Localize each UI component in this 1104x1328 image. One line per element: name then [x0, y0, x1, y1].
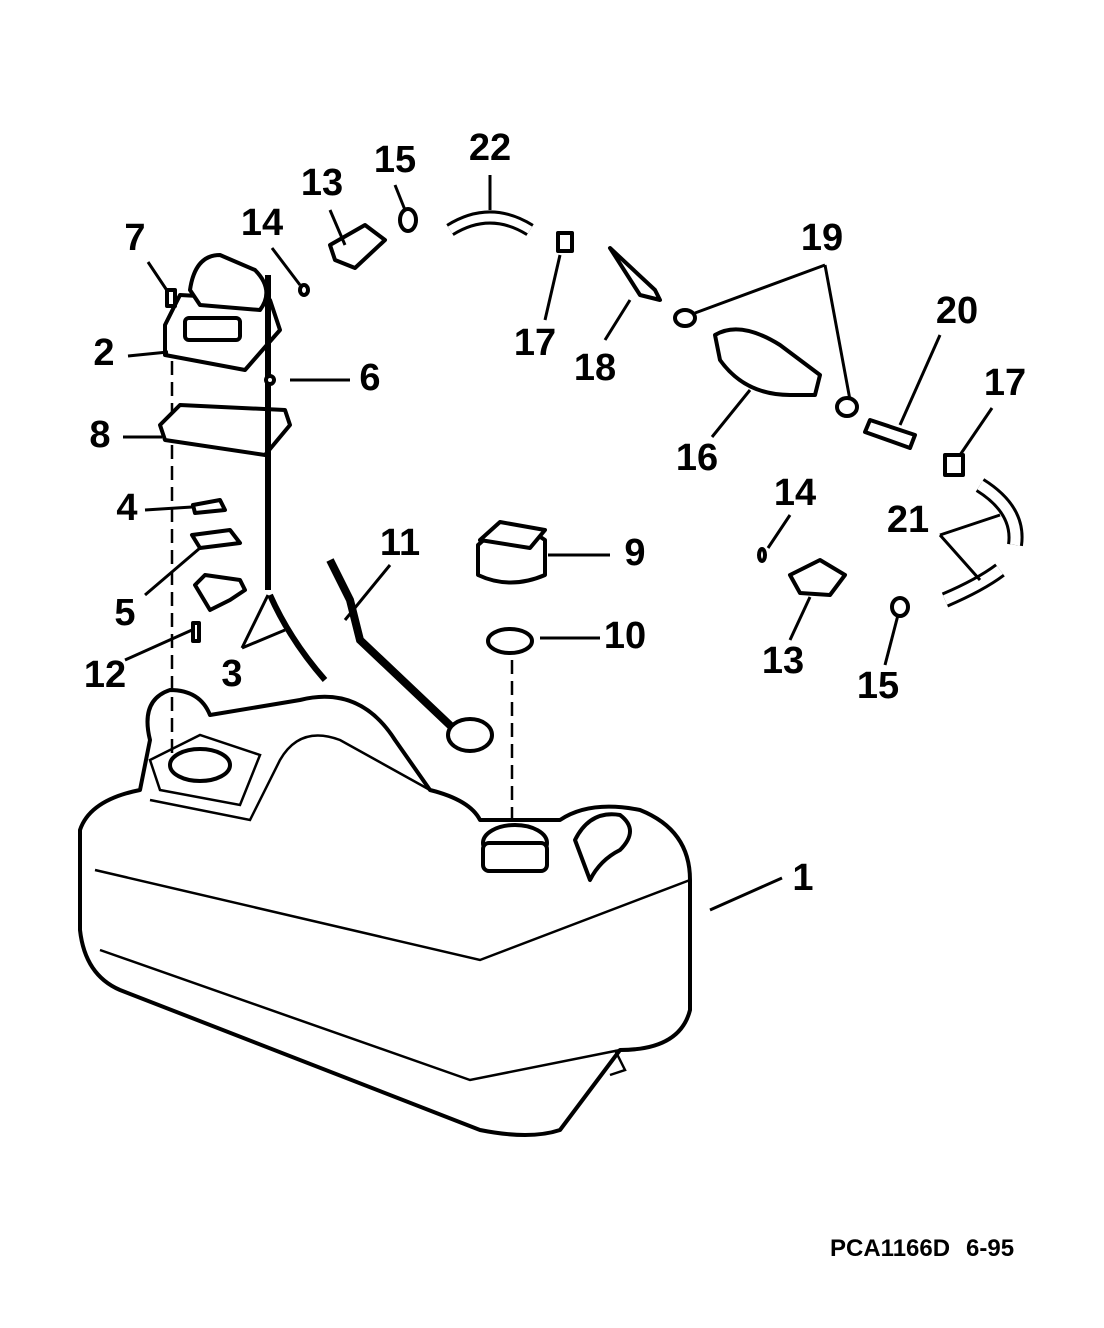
fitting-part-20	[863, 418, 917, 450]
leader-lines	[123, 175, 1001, 912]
callout-17: 17	[984, 362, 1026, 404]
clamp-part-17	[556, 231, 574, 253]
callout-12: 12	[84, 654, 126, 696]
drawing-date: 6-95	[966, 1235, 1014, 1262]
callout-8: 8	[89, 414, 110, 456]
callout-15: 15	[374, 139, 416, 181]
fuel-connector-part-2	[163, 253, 282, 372]
fuel-tank-part-1	[78, 688, 692, 1137]
callout-6: 6	[359, 357, 380, 399]
o-ring-part-6	[264, 374, 276, 386]
part-12-bracket	[193, 573, 247, 612]
callout-18: 18	[574, 347, 616, 389]
clamp-part-17	[943, 453, 965, 477]
fuel-gauge-part-11	[326, 558, 458, 733]
drawing-id: PCA1166D	[830, 1235, 950, 1262]
callout-17: 17	[514, 322, 556, 364]
pickup-tube-part-3	[265, 275, 328, 682]
o-ring-part-14	[757, 547, 767, 563]
callout-19: 19	[801, 217, 843, 259]
fuel-cap-part-9	[476, 520, 547, 585]
callout-14: 14	[774, 472, 816, 514]
float	[446, 717, 494, 753]
callout-16: 16	[676, 437, 718, 479]
fitting-part-18	[608, 246, 662, 302]
callout-13: 13	[301, 162, 343, 204]
callout-2: 2	[93, 332, 114, 374]
callout-11: 11	[380, 522, 420, 564]
callout-21: 21	[887, 499, 929, 541]
clamp-part-15	[890, 596, 910, 618]
screw-part-12	[191, 621, 201, 643]
o-ring-part-10	[486, 627, 534, 655]
callout-14: 14	[241, 202, 283, 244]
clamp-part-19	[673, 308, 697, 328]
callout-7: 7	[124, 217, 145, 259]
gasket-part-8	[158, 403, 292, 457]
callout-3: 3	[221, 653, 242, 695]
o-ring-part-14	[298, 283, 310, 297]
callout-9: 9	[624, 532, 645, 574]
callout-5: 5	[114, 592, 135, 634]
callout-1: 1	[792, 857, 813, 899]
fitting-part-13	[788, 558, 847, 597]
callout-4: 4	[116, 487, 137, 529]
clamp-part-15	[398, 207, 418, 233]
fitting-part-13	[328, 223, 387, 270]
screw-part-7	[165, 288, 177, 308]
primer-bulb-part-16	[713, 327, 822, 397]
callout-22: 22	[469, 127, 511, 169]
callout-20: 20	[936, 290, 978, 332]
part-4	[191, 498, 227, 515]
callout-15: 15	[857, 665, 899, 707]
callout-13: 13	[762, 640, 804, 682]
callout-10: 10	[604, 615, 646, 657]
clamp-part-19	[835, 396, 859, 418]
part-5	[190, 528, 242, 550]
